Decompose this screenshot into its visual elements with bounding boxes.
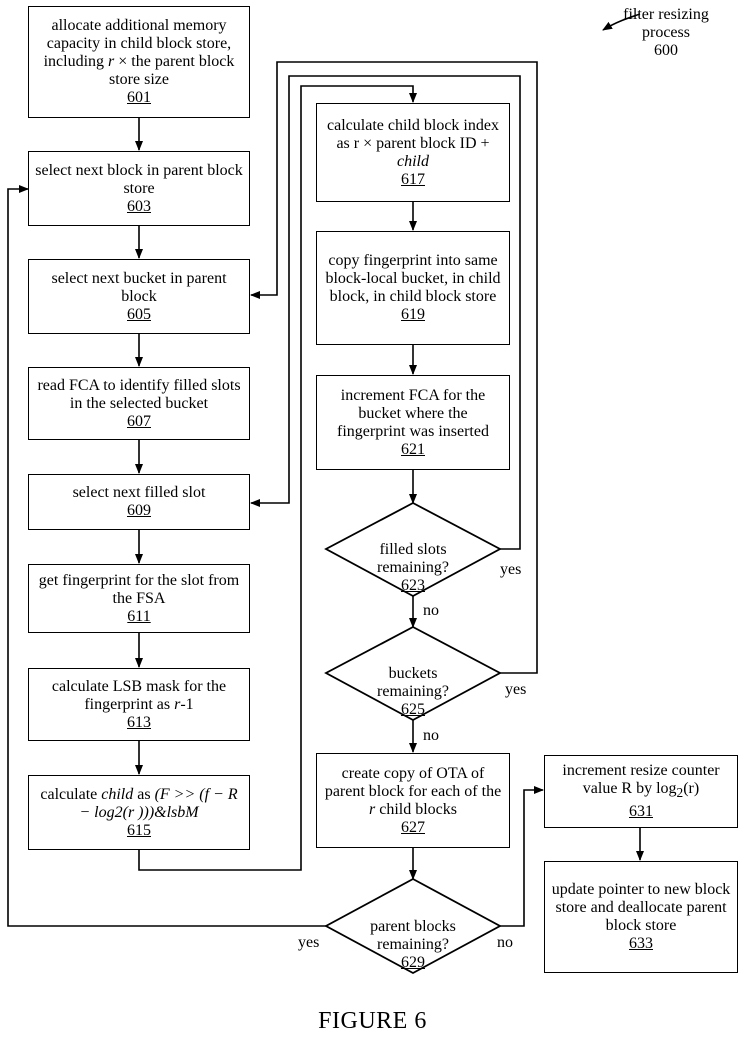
step-631: increment resize counter value R by log2… (544, 755, 738, 828)
step-ref: 603 (127, 197, 151, 215)
label-625-no: no (423, 727, 439, 744)
label-623-no: no (423, 602, 439, 619)
step-ref: 633 (629, 935, 653, 952)
decision-623-text: filled slots remaining? 623 (377, 541, 449, 594)
step-609: select next filled slot 609 (28, 474, 250, 530)
label-629-yes: yes (298, 934, 320, 951)
step-ref: 627 (401, 818, 425, 836)
label-629-no: no (497, 934, 513, 951)
title-pointer-arrow (602, 13, 641, 31)
step-601: allocate additional memory capacity in c… (28, 6, 250, 118)
step-ref: 619 (401, 306, 425, 323)
decision-629-text: parent blocks remaining? 629 (370, 918, 456, 971)
arrow-623-609-yes (250, 75, 521, 550)
step-ref: 613 (127, 713, 151, 731)
process-title: filter resizing process 600 (623, 6, 709, 59)
step-607: read FCA to identify filled slots in the… (28, 367, 250, 440)
step-ref: 621 (401, 440, 425, 458)
step-603: select next block in parent block store … (28, 151, 250, 226)
step-633: update pointer to new block store and de… (544, 861, 738, 973)
figure-caption: FIGURE 6 (318, 1008, 427, 1034)
step-617: calculate child block index as r × paren… (316, 103, 510, 202)
step-619: copy fingerprint into same block-local b… (316, 231, 510, 345)
step-627: create copy of OTA of parent block for e… (316, 753, 510, 848)
label-623-yes: yes (500, 561, 522, 578)
step-ref: 625 (401, 701, 425, 718)
step-611: get fingerprint for the slot from the FS… (28, 564, 250, 633)
decision-diamond-623 (324, 501, 502, 598)
decision-625-text: buckets remaining? 625 (377, 665, 449, 718)
arrow-625-605-yes (250, 61, 538, 674)
label-625-yes: yes (505, 681, 527, 698)
step-ref: 617 (401, 170, 425, 188)
step-ref: 605 (127, 305, 151, 323)
step-ref: 601 (127, 89, 151, 106)
decision-diamond-629 (324, 877, 502, 975)
step-ref: 631 (629, 802, 653, 820)
step-621: increment FCA for the bucket where the f… (316, 375, 510, 470)
step-615: calculate child as (F >> (f − R − log2(r… (28, 775, 250, 850)
step-ref: 629 (401, 954, 425, 971)
step-ref: 607 (127, 412, 151, 430)
arrow-615-617 (138, 85, 417, 871)
step-ref: 623 (401, 577, 425, 594)
step-605: select next bucket in parent block 605 (28, 259, 250, 334)
step-ref: 611 (127, 607, 151, 625)
step-613: calculate LSB mask for the fingerprint a… (28, 668, 250, 741)
arrow-629-603-yes (7, 185, 327, 927)
decision-diamond-625 (324, 625, 502, 722)
step-ref: 609 (127, 502, 151, 519)
step-ref: 615 (127, 821, 151, 839)
arrow-629-631-no (500, 786, 544, 927)
